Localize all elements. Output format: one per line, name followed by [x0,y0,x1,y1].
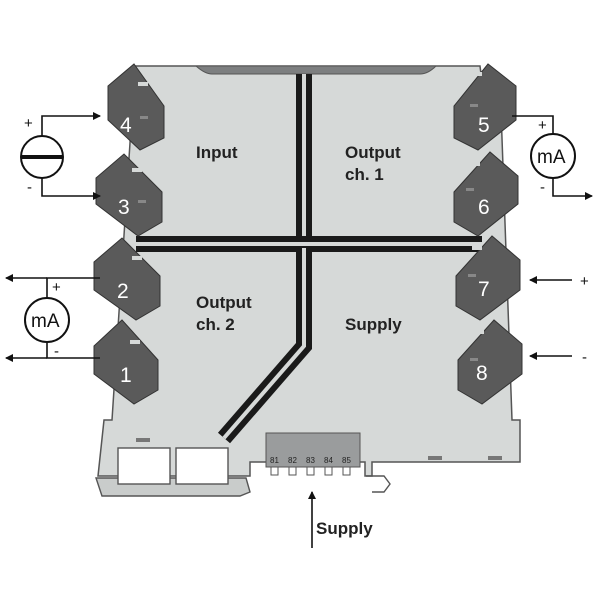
slot-left [136,438,150,442]
terminal-2[interactable]: 2 [93,237,161,321]
slot-right-2 [488,456,502,460]
terminal-1-number: 1 [120,364,132,387]
supply-label: Supply [316,519,373,538]
terminal-3-screw-slot [132,168,142,172]
bus-connector-body [265,432,361,468]
terminal-8-number: 8 [476,362,488,385]
terminal-5[interactable]: 5 [453,63,517,151]
supply-inputs: + - [529,273,589,366]
terminal-4-block [107,63,165,151]
region-supply-label: Supply [345,315,402,334]
output1-minus-sign: - [540,179,545,196]
region-output2-label-line2: ch. 2 [196,315,235,334]
region-output2-label-line1: Output [196,293,252,312]
input-wire-plus [41,112,101,138]
foot-window-right [175,447,229,485]
terminal-5-block [453,63,517,151]
terminal-7-number: 7 [478,278,490,301]
output1-wire-plus [512,115,554,134]
slot-right-1 [428,456,442,460]
terminal-7-block [455,235,521,321]
separator-diagonal-inner [222,248,306,440]
terminal-2-number: 2 [117,280,129,303]
terminal-1-screw-slot [130,340,140,344]
latch-hook [366,475,391,493]
bus-pin-label-85: 85 [342,456,351,465]
region-input-label: Input [196,143,238,162]
terminal-6-number: 6 [478,196,490,219]
input-plus-sign: + [24,115,33,132]
output1-meter: mA + - [512,115,593,200]
output1-meter-label: mA [537,147,566,168]
terminal-4-screw-slot [138,82,148,86]
terminal-3-number: 3 [118,196,130,219]
supply-plus-sign: + [580,273,589,290]
terminal-8-screw-slot [474,330,484,334]
bus-pin-label-81: 81 [270,456,279,465]
terminal-3-block [95,153,163,237]
terminal-8[interactable]: 8 [457,319,523,405]
ammeter-icon-2 [24,297,70,343]
region-output1-label-line1: Output [345,143,401,162]
bus-pin-label-84: 84 [324,456,333,465]
terminal-7-screw-slot [472,246,482,250]
foot-window-left [117,447,171,485]
output2-minus-sign: - [54,343,59,360]
separators [136,74,482,444]
bus-pins [270,466,351,476]
input-wire-minus [41,176,101,200]
output2-meter-label: mA [31,311,60,332]
terminal-4[interactable]: 4 [107,63,165,151]
terminal-7[interactable]: 7 [455,235,521,321]
terminal-3[interactable]: 3 [95,153,163,237]
output2-meter: mA + - [5,274,100,362]
region-output1-label-line2: ch. 1 [345,165,384,184]
terminal-6-screw-slot [470,162,480,166]
bus-connector: 81 82 83 84 85 [265,432,361,476]
ammeter-icon-1 [530,133,576,179]
terminal-1-block [93,319,159,405]
supply-minus-sign: - [582,349,587,366]
terminal-2-screw-slot [132,256,142,260]
output2-plus-sign: + [52,279,61,296]
terminal-4-number: 4 [120,114,132,137]
terminal-1[interactable]: 1 [93,319,159,405]
terminal-5-screw-slot [472,72,482,76]
terminal-8-block [457,319,523,405]
output1-plus-sign: + [538,117,547,134]
housing-side-slots [138,104,478,361]
terminal-6-block [453,151,519,237]
housing-top-rail [194,65,438,75]
input-current-source: + - [20,112,101,200]
bus-pin-label-82: 82 [288,456,297,465]
bus-pin-label-83: 83 [306,456,315,465]
output1-wire-minus [552,176,593,200]
input-minus-sign: - [27,179,32,196]
terminal-2-block [93,237,161,321]
terminal-5-number: 5 [478,114,490,137]
terminal-6[interactable]: 6 [453,151,519,237]
